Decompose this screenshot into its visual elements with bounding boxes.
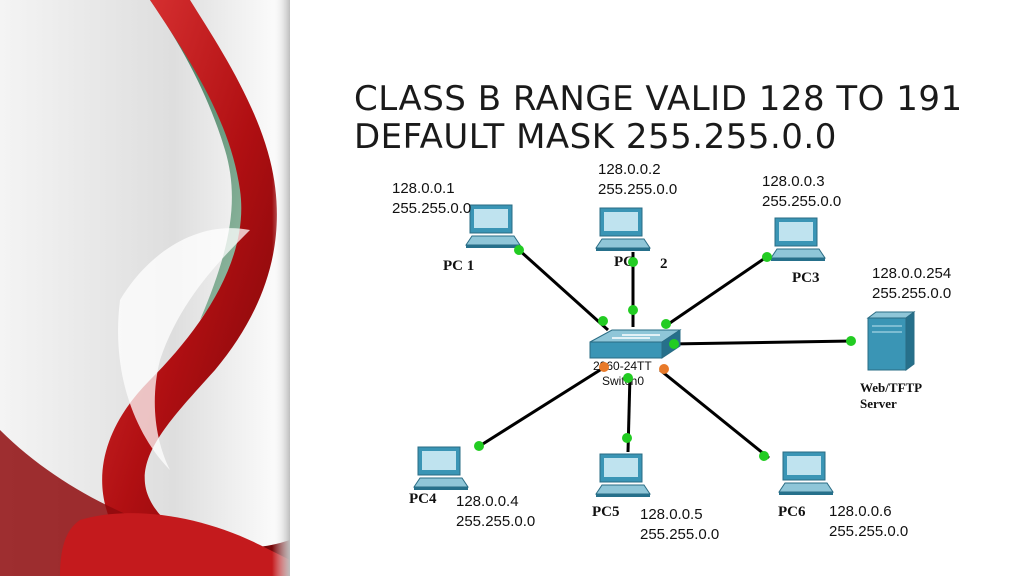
pc5-address: 128.0.0.5 255.255.0.0 (640, 505, 719, 545)
pc-icon[interactable] (413, 446, 469, 490)
link-status-dots (474, 245, 856, 461)
link-pc1-switch (517, 248, 610, 332)
pc3-ip: 128.0.0.3 (762, 173, 825, 190)
dot-pc3 (762, 252, 772, 262)
pc2-address: 128.0.0.2 255.255.0.0 (598, 160, 677, 200)
server-label-line2: Server (860, 396, 897, 411)
dot-pc2 (628, 257, 638, 267)
pc3-address: 128.0.0.3 255.255.0.0 (762, 172, 841, 212)
link-pc3-switch (663, 254, 769, 329)
switch-icon[interactable] (589, 329, 682, 359)
pc-icons (413, 204, 834, 497)
decorative-ribbon (0, 0, 290, 576)
links (477, 248, 853, 460)
dot-switch-pc4 (599, 362, 609, 372)
pc4-ip: 128.0.0.4 (456, 493, 519, 510)
dot-pc5 (622, 433, 632, 443)
title-line-2: DEFAULT MASK 255.255.0.0 (354, 117, 837, 157)
dot-switch-pc3 (661, 319, 671, 329)
dot-switch-pc6 (659, 364, 669, 374)
pc2-label-suffix: 2 (660, 256, 668, 272)
server-ip: 128.0.0.254 (872, 265, 952, 282)
dot-server (846, 336, 856, 346)
pc-icon[interactable] (595, 207, 651, 251)
pc-icon[interactable] (778, 451, 834, 495)
dot-pc4 (474, 441, 484, 451)
pc2-label: PC (614, 254, 634, 270)
server-address: 128.0.0.254 255.255.0.0 (872, 264, 951, 304)
pc1-label: PC 1 (443, 258, 474, 274)
pc4-mask: 255.255.0.0 (456, 513, 536, 530)
pc5-mask: 255.255.0.0 (640, 526, 720, 543)
pc5-ip: 128.0.0.5 (640, 506, 703, 523)
pc1-ip: 128.0.0.1 (392, 180, 455, 197)
pc3-mask: 255.255.0.0 (762, 193, 842, 210)
slide-title: CLASS B RANGE VALID 128 TO 191 DEFAULT M… (354, 80, 1014, 156)
pc1-mask: 255.255.0.0 (392, 200, 472, 217)
server-mask: 255.255.0.0 (872, 285, 952, 302)
pc6-label: PC6 (778, 504, 806, 520)
switch-name-label: Switch0 (602, 374, 644, 388)
dot-switch-server (669, 339, 679, 349)
link-server-switch (669, 339, 853, 346)
pc4-address: 128.0.0.4 255.255.0.0 (456, 492, 535, 532)
pc6-ip: 128.0.0.6 (829, 503, 892, 520)
dot-pc6 (759, 451, 769, 461)
pc3-label: PC3 (792, 270, 820, 286)
pc-icon[interactable] (465, 204, 521, 248)
title-line-1: CLASS B RANGE VALID 128 TO 191 (354, 79, 963, 119)
dot-pc1 (514, 245, 524, 255)
dot-switch-pc5 (623, 373, 633, 383)
link-pc6-switch (659, 368, 770, 460)
pc2-ip: 128.0.0.2 (598, 161, 661, 178)
pc2-mask: 255.255.0.0 (598, 181, 678, 198)
pc1-address: 128.0.0.1 255.255.0.0 (392, 179, 471, 219)
pc5-label: PC5 (592, 504, 620, 520)
pc-icon[interactable] (770, 217, 826, 261)
pc-icon[interactable] (595, 453, 651, 497)
server-label-line1: Web/TFTP (860, 380, 922, 395)
pc6-address: 128.0.0.6 255.255.0.0 (829, 502, 908, 542)
dot-switch-pc1 (598, 316, 608, 326)
pc4-label: PC4 (409, 491, 437, 507)
link-pc4-switch (477, 363, 609, 449)
server-icon[interactable] (866, 311, 916, 371)
pc6-mask: 255.255.0.0 (829, 523, 909, 540)
dot-switch-pc2 (628, 305, 638, 315)
